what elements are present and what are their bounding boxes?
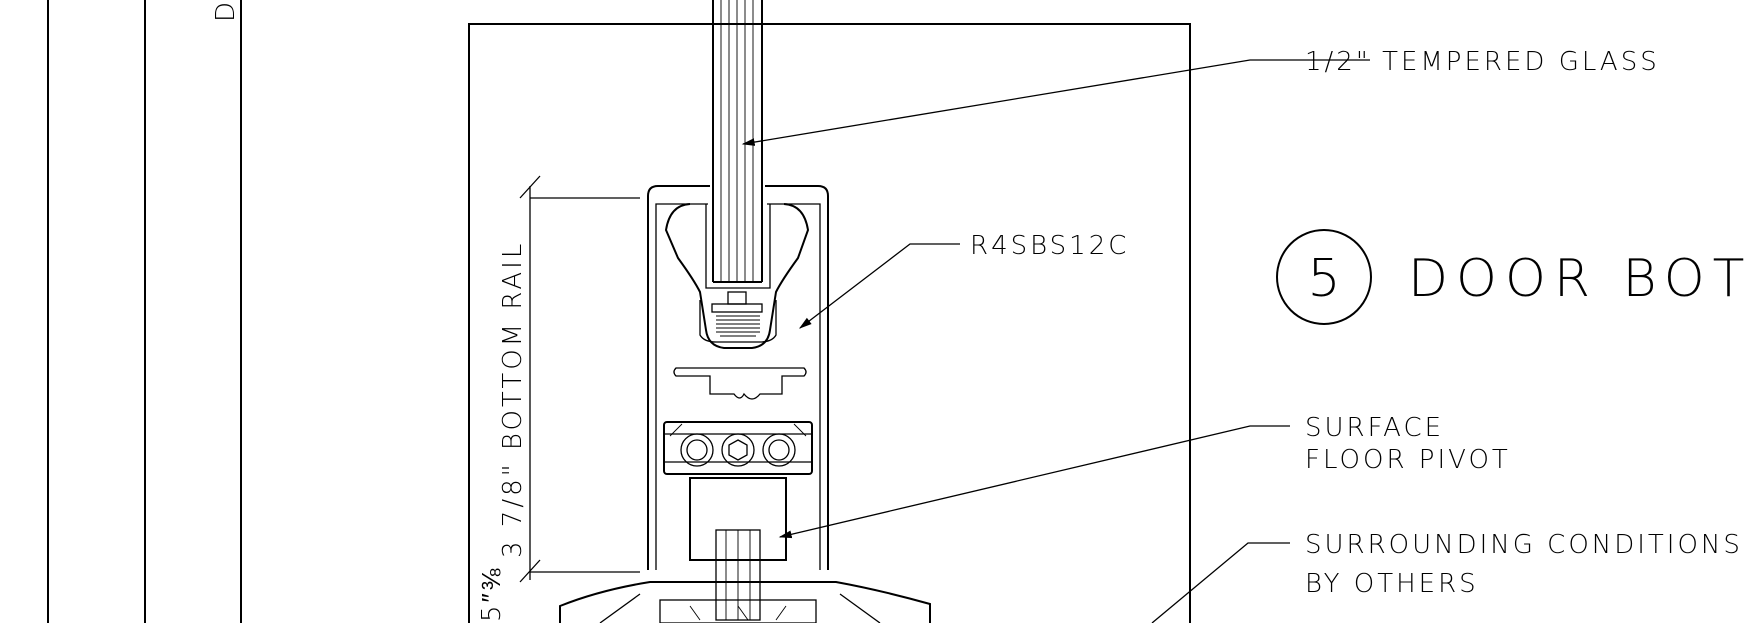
detail-frame <box>468 23 1191 623</box>
setting-block-hatch <box>716 315 760 337</box>
small-dimension-label: 5″⅜ <box>477 566 507 622</box>
tempered-glass-lite <box>712 0 763 289</box>
pivot-callout-line2: FLOOR PIVOT <box>1305 445 1511 475</box>
surround-callout-line2: BY OTHERS <box>1305 569 1479 599</box>
surround-callout-line1: SURROUNDING CONDITIONS <box>1305 530 1743 560</box>
detail-number: 5 <box>1307 249 1340 309</box>
top-left-text-fragment: D <box>211 0 241 22</box>
bottom-rail-extrusion <box>559 185 931 623</box>
sheet-border-lines <box>47 0 242 623</box>
bottom-rail-dimension <box>519 175 640 583</box>
bottom-rail-dimension-label: 3 7/8" BOTTOM RAIL <box>498 241 528 558</box>
rail-part-callout: R4SBS12C <box>970 231 1129 261</box>
leader-lines <box>741 59 1370 623</box>
glass-callout: 1/2" TEMPERED GLASS <box>1305 47 1660 77</box>
pivot-callout-line1: SURFACE <box>1305 413 1444 443</box>
detail-number-circle <box>1276 229 1372 325</box>
detail-title: DOOR BOT <box>1408 249 1752 309</box>
